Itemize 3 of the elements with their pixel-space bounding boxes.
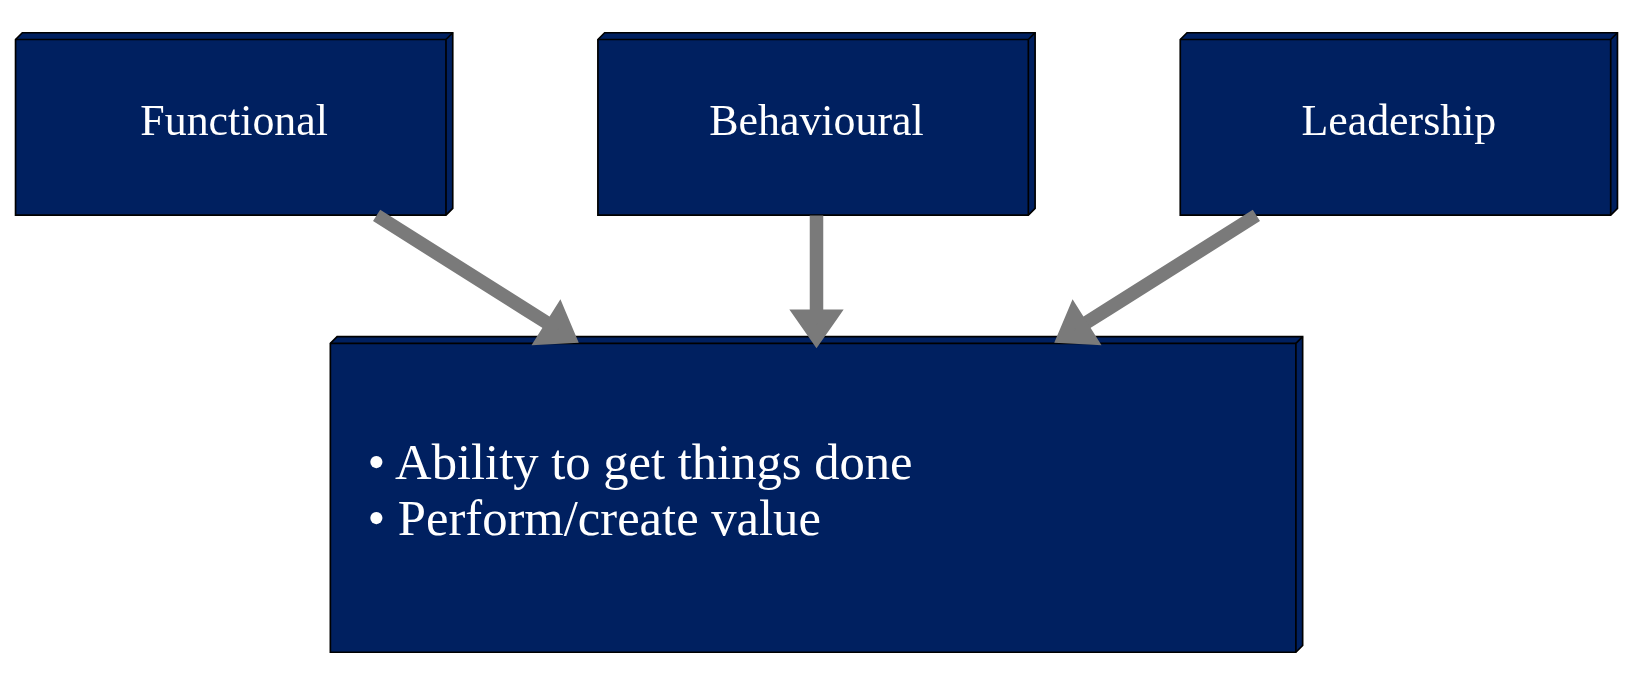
arrow xyxy=(1054,209,1260,345)
arrow xyxy=(789,214,844,348)
arrow xyxy=(373,209,579,345)
